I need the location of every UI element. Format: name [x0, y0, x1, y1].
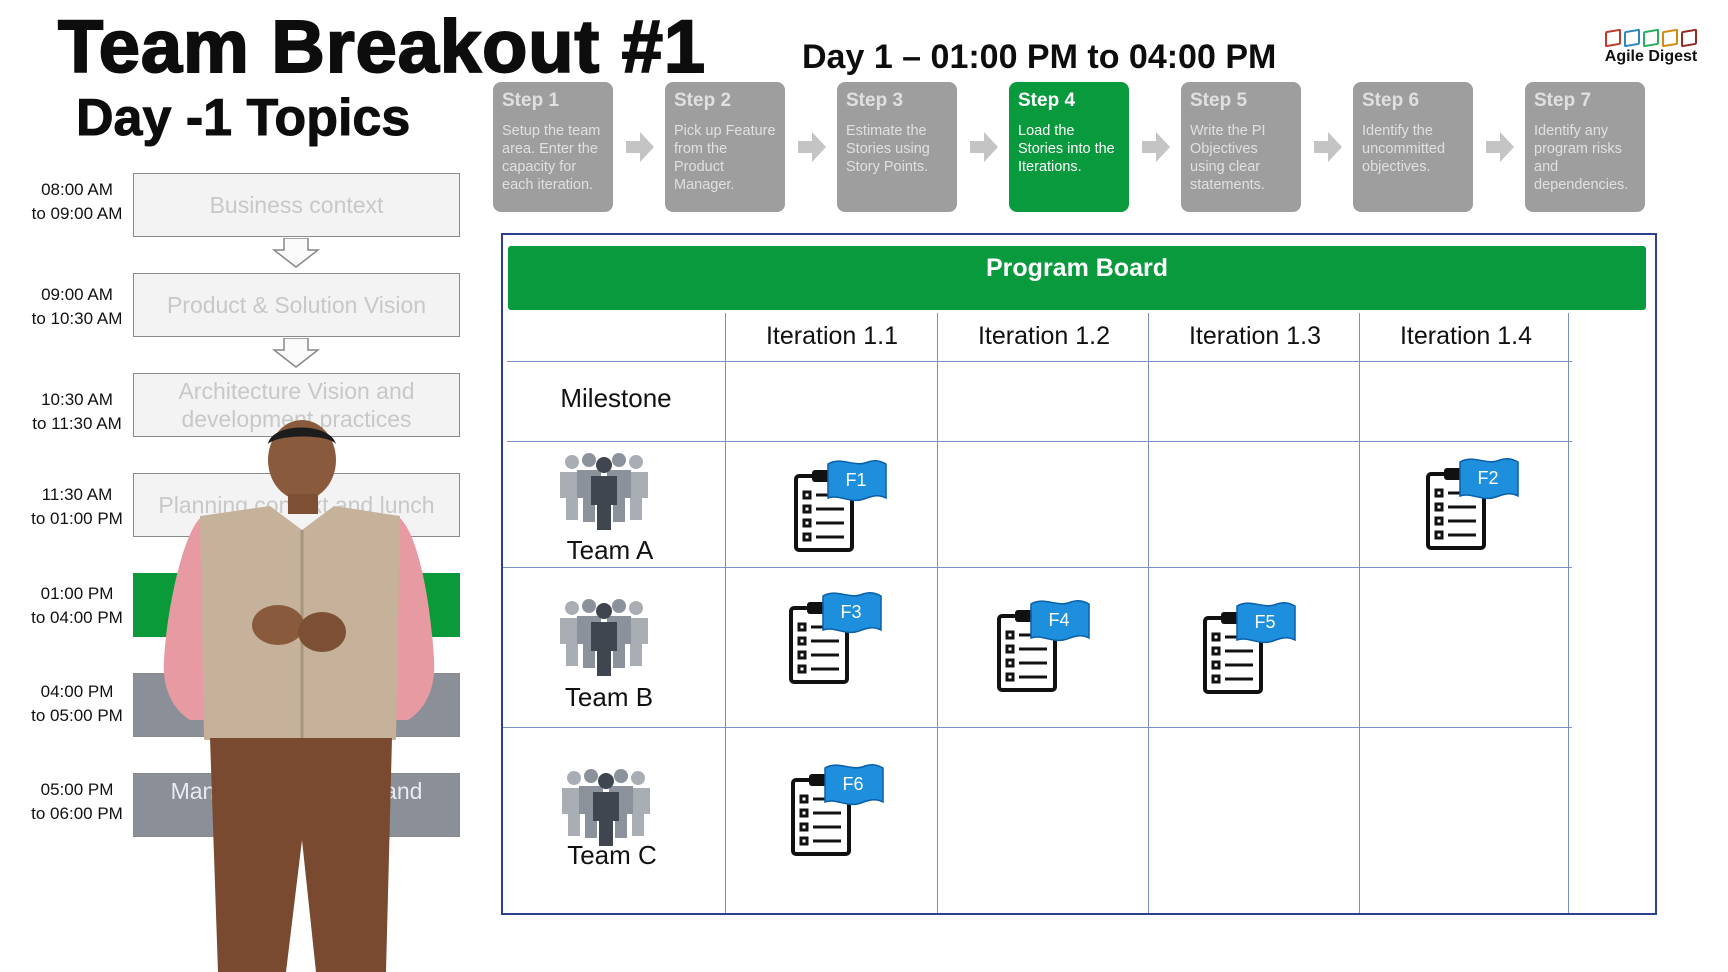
- feature-label: F4: [1048, 610, 1069, 630]
- feature-label: F3: [840, 602, 861, 622]
- feature-label: F5: [1254, 612, 1275, 632]
- grid-line: [507, 361, 1572, 362]
- feature-card: F2: [1426, 458, 1519, 550]
- right-arrow-icon: [970, 132, 998, 162]
- feature-card: F5: [1203, 602, 1296, 694]
- feature-label: F6: [842, 774, 863, 794]
- iteration-header: Iteration 1.2: [977, 322, 1111, 350]
- presenter-figure: [163, 420, 435, 972]
- grid-line: [725, 313, 726, 913]
- right-arrow-icon: [1486, 132, 1514, 162]
- team-icon: [560, 453, 648, 530]
- grid-line: [1568, 313, 1569, 913]
- feature-card: F3: [789, 592, 882, 684]
- grid-line: [503, 567, 1572, 568]
- slide-title: Team Breakout #1: [57, 4, 706, 89]
- slide-subtitle: Day -1 Topics: [75, 89, 411, 148]
- program-board-title: Program Board: [508, 246, 1646, 310]
- team-label: Team B: [564, 682, 654, 712]
- grid-line: [507, 441, 1572, 442]
- logo-text: Agile Digest: [1604, 48, 1698, 65]
- schedule-topic: Business context: [133, 173, 460, 237]
- grid-line: [1359, 313, 1360, 913]
- iteration-header: Iteration 1.4: [1399, 322, 1533, 350]
- right-arrow-icon: [798, 132, 826, 162]
- program-board: [501, 233, 1657, 915]
- team-icon: [562, 769, 650, 846]
- right-arrow-icon: [1142, 132, 1170, 162]
- milestone-label: Milestone: [560, 383, 672, 413]
- feature-card: F4: [997, 600, 1090, 692]
- down-arrow-icon: [272, 338, 320, 368]
- grid-line: [503, 727, 1572, 728]
- schedule-topic: Product & Solution Vision: [133, 273, 460, 337]
- team-icon: [560, 599, 648, 676]
- grid-line: [1148, 313, 1149, 913]
- feature-label: F1: [845, 470, 866, 490]
- books-icon: [1596, 28, 1706, 48]
- down-arrow-icon: [272, 238, 320, 268]
- right-arrow-icon: [1314, 132, 1342, 162]
- team-label: Team C: [567, 840, 657, 870]
- team-label: Team A: [566, 535, 654, 565]
- feature-card: F1: [794, 460, 887, 552]
- feature-card: F6: [791, 764, 884, 856]
- time-range: Day 1 – 01:00 PM to 04:00 PM: [802, 38, 1277, 76]
- iteration-header: Iteration 1.1: [765, 322, 899, 350]
- feature-label: F2: [1477, 468, 1498, 488]
- right-arrow-icon: [626, 132, 654, 162]
- iteration-header: Iteration 1.3: [1188, 322, 1322, 350]
- agile-digest-logo: Agile Digest: [1596, 28, 1706, 66]
- grid-line: [937, 313, 938, 913]
